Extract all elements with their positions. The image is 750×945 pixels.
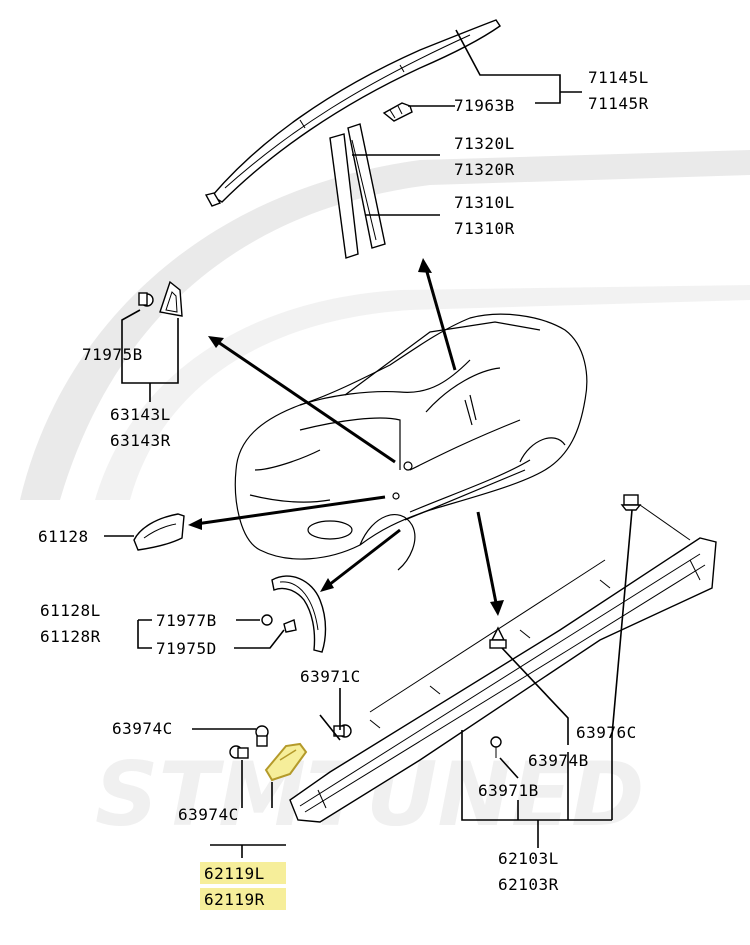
fender-garnish (261, 575, 327, 653)
label-63143r: 63143R (110, 431, 171, 450)
screw-63971b (490, 736, 502, 758)
leader-lines (104, 29, 633, 858)
label-62119r: 62119R (204, 890, 265, 909)
label-71320r: 71320R (454, 160, 515, 179)
label-71320l: 71320L (454, 134, 515, 153)
label-71975b: 71975B (82, 345, 143, 364)
side-marker (133, 513, 185, 551)
roof-molding (204, 19, 501, 207)
label-61128: 61128 (38, 527, 89, 546)
part-labels: 71145L 71145R 71963B 71320L 71320R 71310… (38, 68, 649, 909)
highlight-62119 (200, 862, 286, 910)
label-71145r: 71145R (588, 94, 649, 113)
arrows (188, 258, 504, 616)
label-71963b: 71963B (454, 96, 515, 115)
label-62119l: 62119L (204, 864, 265, 883)
car-outline (234, 313, 588, 571)
label-71145l: 71145L (588, 68, 649, 87)
clip-63976c (620, 494, 642, 511)
label-71310r: 71310R (454, 219, 515, 238)
clip-63974c-bottom (229, 745, 249, 759)
clip-63974b (489, 626, 507, 649)
clip-71963b (382, 102, 413, 122)
label-62103r: 62103R (498, 875, 559, 894)
label-61128l: 61128L (40, 601, 101, 620)
label-71310l: 71310L (454, 193, 515, 212)
label-61128r: 61128R (40, 627, 101, 646)
label-71977b: 71977B (156, 611, 217, 630)
side-sill (289, 504, 717, 823)
label-63971c: 63971C (300, 667, 361, 686)
clip-63974c-top (255, 725, 269, 747)
clip-71975b (138, 280, 183, 317)
label-63971b: 63971B (478, 781, 539, 800)
bracket-62119 (264, 742, 308, 782)
label-71975d: 71975D (156, 639, 217, 658)
label-62103l: 62103L (498, 849, 559, 868)
label-63974c-bottom: 63974C (178, 805, 239, 824)
label-63974b: 63974B (528, 751, 589, 770)
label-63976c: 63976C (576, 723, 637, 742)
screw-63971c (333, 724, 352, 738)
label-63143l: 63143L (110, 405, 171, 424)
label-63974c-top: 63974C (112, 719, 173, 738)
